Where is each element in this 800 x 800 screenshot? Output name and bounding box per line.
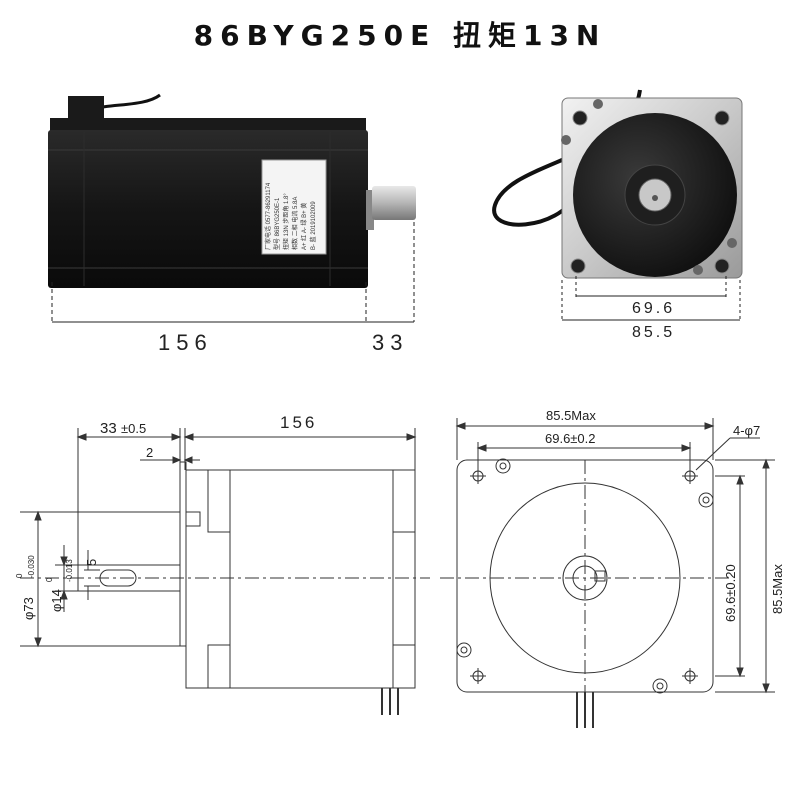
dim-flange: 2 [146,445,153,460]
label-line: 扭矩 13N 步距角 1.8° [282,193,290,250]
dim-boss-tol-lower: -0.030 [27,555,36,578]
photo-dim-shaft-length: 33 [372,330,409,355]
label-line: B- 蓝 2019102009 [309,201,317,250]
cable-connector [68,96,104,122]
dim-shaft-tol-lower: -0.013 [65,559,74,582]
dim-shaft-length: 33 [100,420,117,437]
motor-label-plate [261,159,327,255]
product-title: 86BYG250E 扭矩13N [193,19,607,52]
front-photo [492,89,743,322]
front-view-drawing [440,418,775,728]
dim-boss-tol-upper: 0 [15,573,24,578]
dim-shaft-diameter: φ14 [49,589,64,612]
dim-outer-width: 85.5Max [546,408,596,423]
dim-shaft-tolerance: ±0.5 [121,421,146,436]
dim-shaft-tol-upper: 0 [45,577,54,582]
dim-boss-diameter: φ73 [21,597,36,620]
dim-outer-height: 85.5Max [770,564,785,614]
drawing-labels: 33 ±0.5 156 2 5 φ73 0 -0.030 φ14 0 -0.01… [15,408,785,622]
label-line: 相数 二相 电流 5.8A [291,197,299,250]
side-view-drawing [20,428,430,715]
photo-dim-body-length: 156 [158,330,213,355]
dim-hole-spacing-vertical: 69.6±0.20 [723,564,738,622]
side-photo: 厂家电话 0577-86291174 型号 86BYG250E-1 扭矩 13N… [48,93,416,323]
photo-dim-outer: 85.5 [632,324,676,341]
motor-shaft [372,186,416,220]
dim-body-length: 156 [280,413,317,432]
label-line: 型号 86BYG250E-1 [273,197,281,250]
photo-dim-hole-spacing: 69.6 [632,300,676,317]
dim-hole-spacing: 69.6±0.2 [545,431,596,446]
dim-holes: 4-φ7 [733,423,760,438]
label-line: 厂家电话 0577-86291174 [264,182,272,250]
label-line: A+ 红 A- 绿 B+ 黄 [300,203,308,250]
dim-key: 5 [84,559,99,566]
